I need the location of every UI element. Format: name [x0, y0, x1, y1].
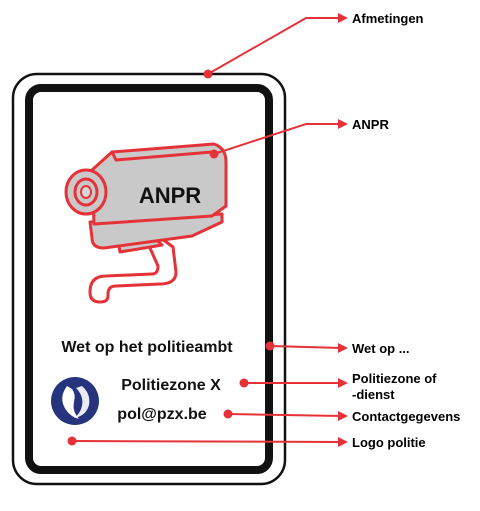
- contact-email: pol@pzx.be: [117, 406, 206, 423]
- callout-line-law: [269, 345, 343, 349]
- callout-label-logo: Logo politie: [352, 435, 426, 450]
- callout-line-anpr: [213, 123, 343, 155]
- callout-label-contact: Contactgegevens: [352, 409, 460, 424]
- camera-icon: [64, 142, 228, 304]
- camera-mount-arm: [88, 234, 178, 304]
- callout-label-zone-line2: -dienst: [352, 387, 395, 402]
- callout-label-dimensions: Afmetingen: [352, 11, 424, 26]
- callout-line-dimensions: [207, 17, 343, 75]
- callout-label-anpr: ANPR: [352, 117, 389, 132]
- callout-dots: [67, 69, 275, 446]
- zone-name: Politiezone X: [121, 377, 221, 394]
- callout-line-contact: [227, 413, 343, 417]
- callout-label-law: Wet op ...: [352, 341, 410, 356]
- law-text: Wet op het politieambt: [61, 339, 233, 356]
- camera-lens-center: [80, 185, 92, 199]
- callout-line-logo: [71, 440, 343, 443]
- callout-label-zone-line1: Politiezone of: [352, 371, 437, 386]
- police-logo-icon: [51, 377, 99, 425]
- callout-arrowheads: [338, 13, 348, 447]
- callout-lines: [71, 17, 343, 443]
- camera-label: ANPR: [139, 183, 201, 208]
- camera-body: [90, 142, 228, 226]
- camera-hood-line: [110, 150, 214, 162]
